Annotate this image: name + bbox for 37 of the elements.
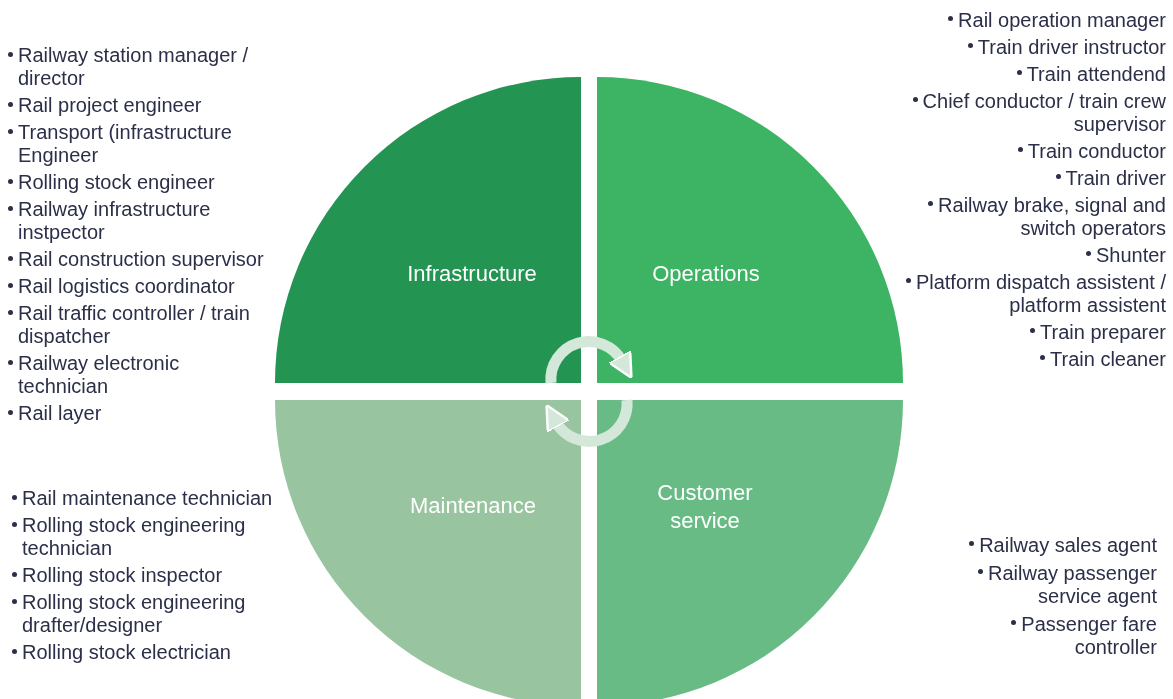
role-text: Railway infrastructure instpector (18, 198, 212, 244)
role-text: Rolling stock engineer (18, 171, 215, 194)
segment-title: Operations (651, 260, 761, 288)
role-text: Train cleaner (1050, 348, 1166, 370)
role-text: Rail layer (18, 402, 102, 425)
role-text: Passenger fare controller (1021, 613, 1157, 658)
role-text: Train driver (1065, 167, 1166, 189)
cycle-arrow (544, 399, 633, 447)
role-text: Train attendend (1026, 63, 1166, 85)
segment-title: Customer service (656, 479, 754, 535)
role-text: Rolling stock engineering drafter/designer (22, 591, 247, 637)
role-text: Rail project engineer (18, 94, 202, 117)
cycle-arrow (545, 336, 634, 384)
role-text: Rail construction supervisor (18, 248, 264, 271)
segment-title: Infrastructure (406, 260, 538, 288)
quadrant-segment (597, 400, 903, 699)
role-text: Rail logistics coordinator (18, 275, 235, 298)
role-text: Rolling stock engineering technician (22, 514, 247, 560)
role-text: Shunter (1095, 244, 1166, 266)
role-text: Railway station manager / director (18, 44, 250, 90)
role-text: Rolling stock electrician (22, 641, 231, 664)
quadrant-segment (275, 400, 581, 699)
role-text: Railway electronic technician (18, 352, 181, 398)
segment-title: Maintenance (409, 492, 537, 520)
role-text: Platform dispatch assistent / platform assistent (915, 271, 1166, 316)
role-text: Rail maintenance technician (22, 487, 273, 510)
role-text: Rolling stock inspector (22, 564, 223, 587)
role-text: Railway brake, signal and switch operators (938, 194, 1166, 239)
role-text: Train conductor (1027, 140, 1166, 162)
role-text: Rail traffic controller / train dispatcher (18, 302, 251, 348)
role-text: Railway passenger service agent (988, 562, 1157, 607)
role-text: Transport (infrastructure Engineer (18, 121, 233, 167)
role-text: Train preparer (1040, 321, 1166, 343)
role-text: Chief conductor / train crew supervisor (922, 90, 1166, 135)
role-text: Rail operation manager (958, 9, 1166, 31)
role-text: Railway sales agent (979, 534, 1157, 556)
role-text: Train driver instructor (977, 36, 1166, 58)
